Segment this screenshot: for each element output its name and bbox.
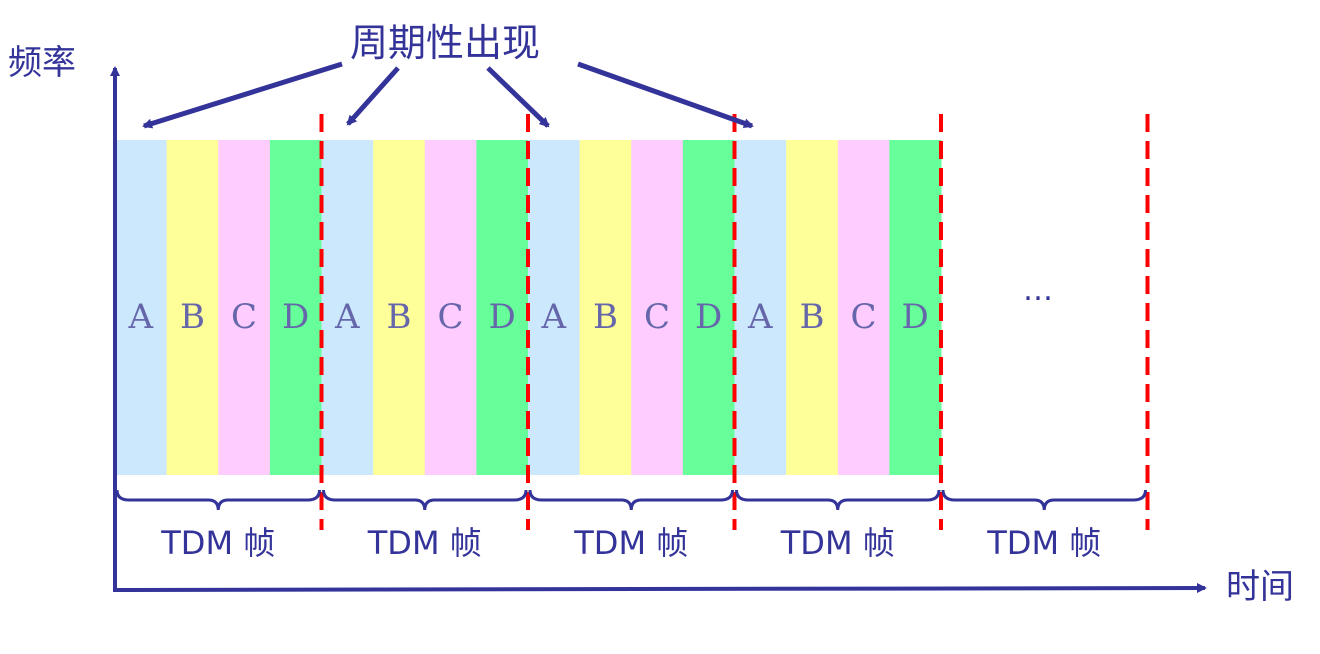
x-axis-label: 时间 (1226, 567, 1294, 607)
slot-label: A (541, 297, 567, 337)
slot-a (734, 140, 787, 475)
slot-d (476, 140, 529, 475)
slot-label: C (231, 297, 257, 337)
frame-brace (941, 489, 1147, 511)
slot-c (424, 140, 477, 475)
slot-label: C (644, 297, 670, 337)
frame-brace (115, 489, 321, 511)
slot-b (579, 140, 632, 475)
x-axis (112, 583, 1207, 594)
frame-label: TDM 帧 (573, 524, 688, 562)
slot-d (269, 140, 322, 475)
slot-label: D (489, 297, 516, 337)
slot-label: D (695, 297, 722, 337)
slot-d (889, 140, 942, 475)
ellipsis: … (1023, 273, 1053, 308)
slot-label: B (386, 297, 411, 337)
frame-brace (528, 489, 734, 511)
frame-dividers (319, 114, 1150, 530)
slot-a (528, 140, 581, 475)
slot-label: B (593, 297, 618, 337)
y-axis-label: 频率 (8, 43, 76, 83)
frame-brace (735, 489, 941, 511)
arrow (346, 66, 400, 126)
slot-a (115, 140, 168, 475)
frame-label: TDM 帧 (780, 524, 895, 562)
slot-label: B (180, 297, 205, 337)
slot-c (218, 140, 271, 475)
slot-d (682, 140, 735, 475)
frame-brace (322, 489, 528, 511)
arrow (577, 61, 754, 129)
frame-label: TDM 帧 (367, 524, 482, 562)
slot-label: C (851, 297, 877, 337)
slot-c (631, 140, 684, 475)
slot-label: A (128, 297, 154, 337)
slot-b (373, 140, 426, 475)
slot-c (837, 140, 890, 475)
slot-b (786, 140, 839, 475)
annotation-text: 周期性出现 (350, 21, 540, 65)
slot-label: C (438, 297, 464, 337)
slot-label: D (282, 297, 309, 337)
frame-label: TDM 帧 (160, 524, 275, 562)
slot-a (321, 140, 374, 475)
arrow (142, 61, 343, 129)
frame-label: TDM 帧 (986, 524, 1101, 562)
slot-label: D (902, 297, 929, 337)
slot-label: A (747, 297, 773, 337)
arrow (486, 66, 550, 128)
slot-label: A (334, 297, 360, 337)
slot-label: B (799, 297, 824, 337)
frame-braces: TDM 帧 TDM 帧 TDM 帧 TDM 帧 TDM 帧 (115, 489, 1147, 562)
annotation-arrows (142, 61, 754, 129)
slot-b (166, 140, 219, 475)
